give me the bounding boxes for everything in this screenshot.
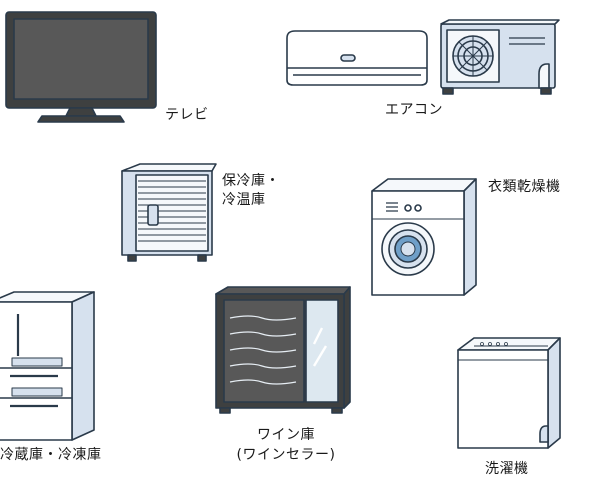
aircon-label: エアコン	[385, 102, 443, 118]
dryer-illustration	[371, 178, 477, 296]
wine-label-line1: ワイン庫	[257, 427, 315, 443]
cooler-warmer-label-line2: 冷温庫	[222, 192, 266, 208]
tv-illustration	[5, 11, 157, 123]
cooler-warmer-illustration	[121, 163, 217, 262]
tv-label: テレビ	[165, 107, 209, 123]
aircon-indoor-illustration	[286, 30, 428, 86]
dryer-label: 衣類乾燥機	[488, 179, 561, 195]
fridge-label: 冷蔵庫・冷凍庫	[0, 447, 102, 463]
wine-cellar-illustration	[215, 286, 351, 414]
cooler-warmer-label-line1: 保冷庫・	[222, 173, 280, 189]
washer-label: 洗濯機	[485, 461, 529, 477]
wine-label-line2: (ワインセラー)	[236, 447, 336, 463]
fridge-illustration	[0, 291, 95, 441]
washer-illustration	[457, 337, 561, 449]
aircon-outdoor-illustration	[440, 19, 560, 95]
